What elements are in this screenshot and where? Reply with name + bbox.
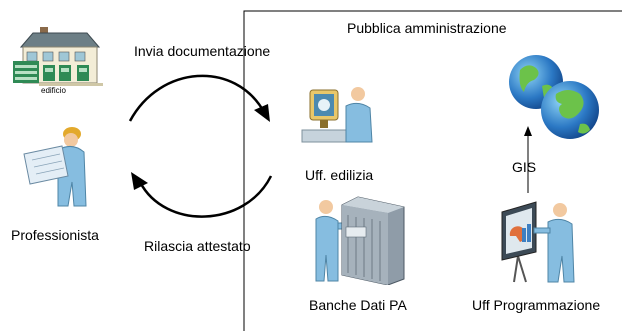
person-at-computer-icon [301,87,373,143]
send-docs-arrow [128,74,270,122]
globe-icon [509,55,599,139]
professional-label: Professionista [11,227,99,243]
gis-arrow [524,126,532,193]
worker-with-blueprint-icon [23,127,87,207]
gis-label: GIS [512,159,537,175]
send-docs-label: Invia documentazione [134,43,271,59]
planning-office-label: Uff Programmazione [472,297,601,313]
pa-title: Pubblica amministrazione [347,20,507,36]
person-with-server-icon [315,196,405,285]
databanks-label: Banche Dati PA [309,297,407,313]
issue-cert-label: Rilascia attestato [144,238,251,254]
building-office-label: Uff. edilizia [305,167,374,183]
house-icon [13,27,103,86]
building-label: edificio [41,86,66,95]
person-with-presentation-board-icon [501,201,575,283]
issue-cert-arrow [131,172,273,218]
